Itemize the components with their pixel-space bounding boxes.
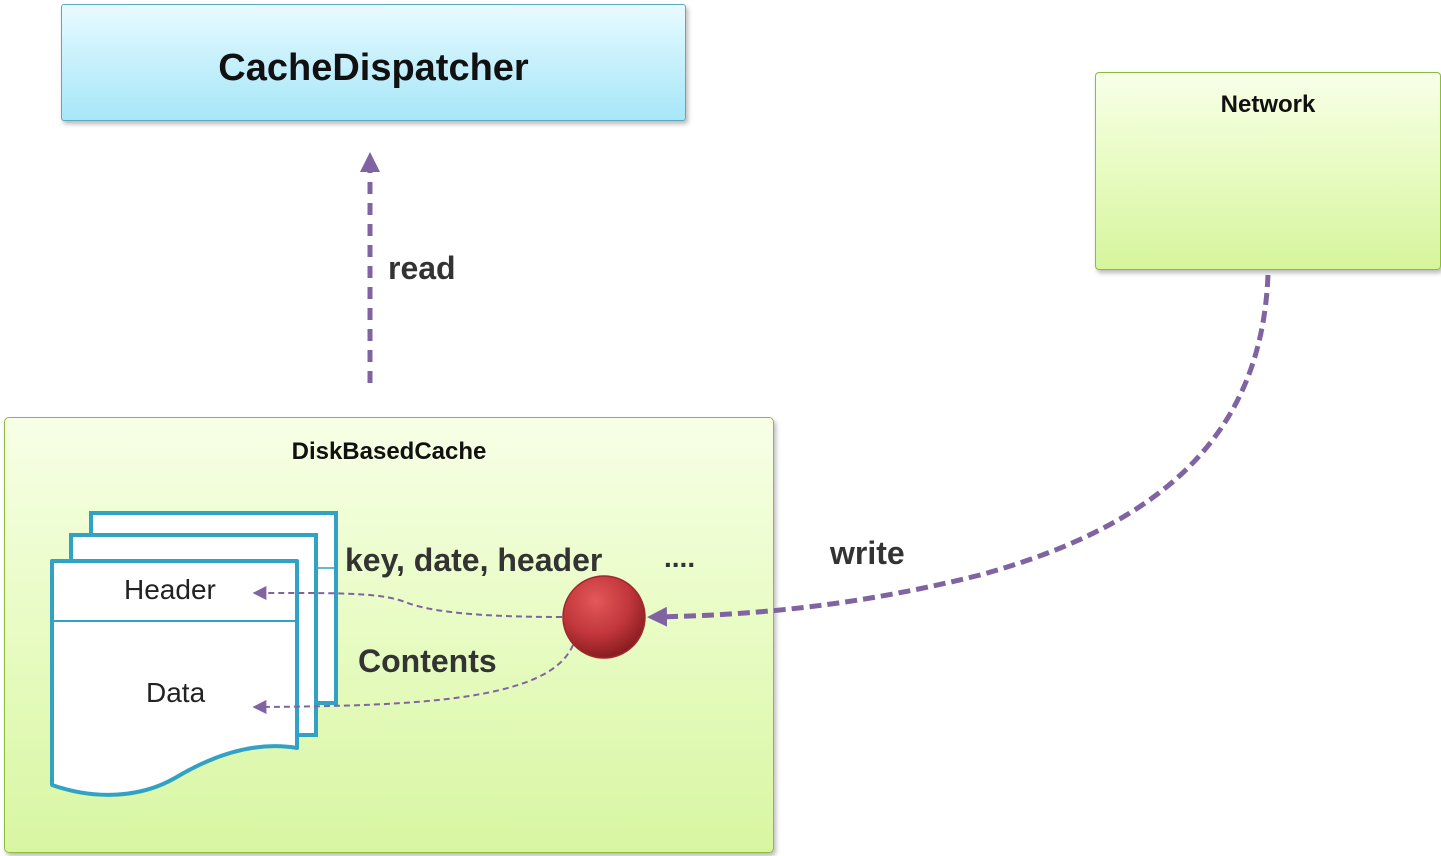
read-label: read (388, 250, 456, 286)
entry-fields-label: key, date, header (345, 542, 603, 578)
cache-dispatcher-box: CacheDispatcher (61, 4, 686, 121)
write-label: write (830, 535, 905, 571)
disk-based-cache-title: DiskBasedCache (291, 438, 487, 465)
network-title: Network (1220, 91, 1316, 118)
network-box: Network (1095, 72, 1441, 270)
document-header-label: Header (124, 574, 216, 605)
document-data-label: Data (146, 677, 206, 708)
disk-based-cache-box: DiskBasedCache (4, 417, 774, 853)
ellipsis-label: .... (664, 542, 696, 573)
cache-dispatcher-title: CacheDispatcher (218, 47, 529, 89)
contents-label: Contents (358, 643, 497, 679)
